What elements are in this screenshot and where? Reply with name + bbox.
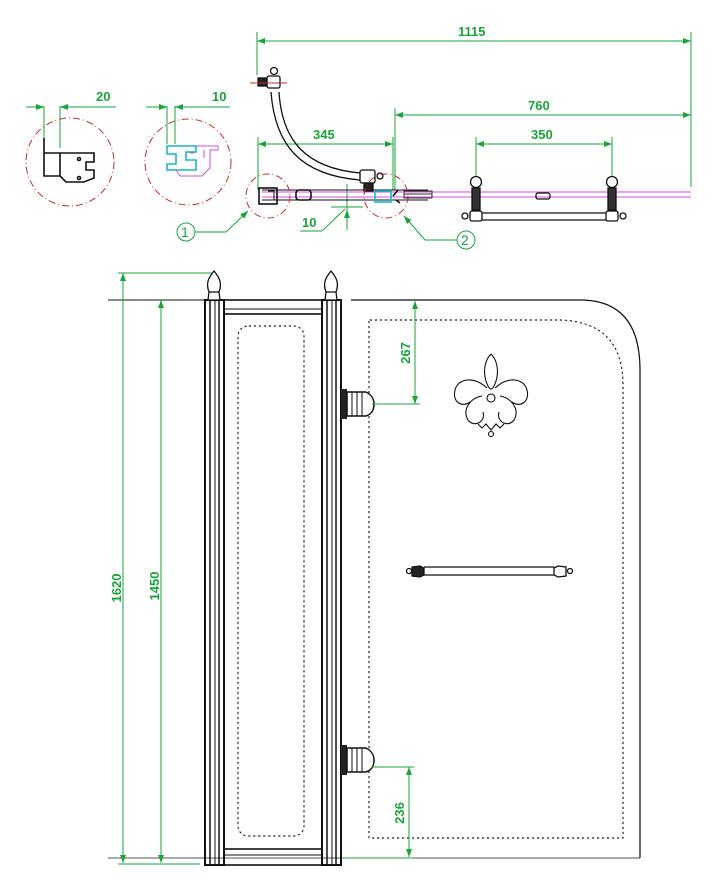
towel-bar-plan xyxy=(461,175,627,222)
plan-view: 1115 760 345 350 10 xyxy=(176,24,692,250)
detail-2-circle xyxy=(144,118,232,206)
hinge-bottom-icon xyxy=(341,745,375,775)
dim-345-line xyxy=(257,137,394,190)
sliding-panel: 267 236 xyxy=(341,299,641,859)
dim-1115-line xyxy=(256,32,692,187)
scroll-border-sliding xyxy=(368,319,624,839)
callout-1-label: 1 xyxy=(181,224,189,240)
detail-1-circle xyxy=(25,117,115,207)
wall-profile-plan xyxy=(245,173,312,219)
dim-10-label: 10 xyxy=(302,215,316,230)
callout-1: 1 xyxy=(176,210,249,242)
pivot-profile-plan xyxy=(363,173,433,219)
dim-1620-line xyxy=(118,272,212,865)
dim-236-line xyxy=(342,766,414,859)
fleur-de-lis-ornament-icon xyxy=(453,353,529,438)
dim-1115-label: 1115 xyxy=(458,24,486,39)
finial-left-icon xyxy=(206,269,222,301)
detail-1-dimension-line xyxy=(26,104,116,148)
glass-clip-outline xyxy=(175,145,219,177)
dim-350-label: 350 xyxy=(531,127,553,142)
dim-236-label: 236 xyxy=(392,802,407,824)
dim-10-line xyxy=(300,184,363,232)
dim-345-label: 345 xyxy=(313,127,335,142)
elevation-view: 1620 1450 xyxy=(108,269,641,866)
glass-clip-profile-icon xyxy=(166,145,197,171)
finial-right-icon xyxy=(323,269,339,301)
detail-2-profile: 10 xyxy=(144,89,232,206)
scroll-border-fixed xyxy=(237,325,305,837)
dim-1450-label: 1450 xyxy=(147,572,162,601)
dim-760-label: 760 xyxy=(528,98,550,113)
callout-2-label: 2 xyxy=(461,232,469,248)
detail-2-dimension-label: 10 xyxy=(212,89,226,104)
towel-bar-elevation xyxy=(405,565,574,578)
dim-267-line xyxy=(372,301,420,405)
support-arm-curve xyxy=(257,66,384,192)
detail-2-dimension-line xyxy=(146,104,230,144)
fixed-panel xyxy=(204,269,342,866)
detail-1-dimension-label: 20 xyxy=(96,89,110,104)
hinge-top-icon xyxy=(341,389,375,419)
detail-1-profile: 20 xyxy=(25,89,116,207)
frame-profile-icon xyxy=(43,138,95,183)
dim-267-label: 267 xyxy=(398,342,413,364)
dim-760-line xyxy=(394,108,691,190)
dim-350-line xyxy=(475,137,613,176)
callout-2: 2 xyxy=(403,215,476,250)
dim-1620-label: 1620 xyxy=(109,574,124,603)
